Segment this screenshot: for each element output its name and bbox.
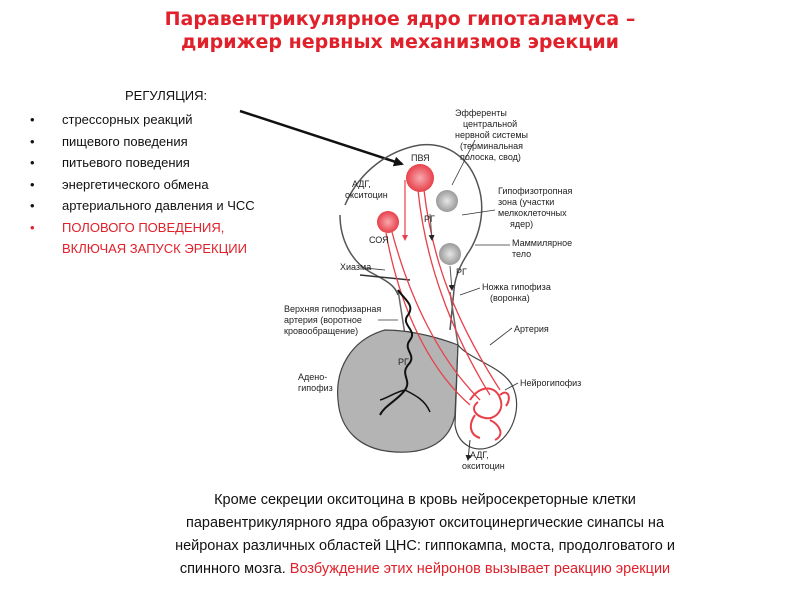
bottom-line-4: спинного мозга. Возбуждение этих нейроно… xyxy=(80,558,770,581)
list-item: • энергетического обмена xyxy=(30,174,255,196)
label-hypophysiotropic-3: мелкоклеточных xyxy=(498,208,567,218)
axon-pvn-1 xyxy=(417,189,491,396)
label-neurohypophysis: Нейрогипофиз xyxy=(520,378,581,388)
list-item-highlight: • ПОЛОВОГО ПОВЕДЕНИЯ, xyxy=(30,217,255,239)
label-pvn: ПВЯ xyxy=(411,153,430,163)
list-item: • артериального давления и ЧСС xyxy=(30,195,255,217)
label-efferents-2: центральной xyxy=(463,119,517,129)
axon-son-2 xyxy=(385,232,471,406)
pointer-arrow xyxy=(239,109,404,167)
label-rg-1: РГ xyxy=(424,214,435,224)
label-sup-artery-2: артерия (воротное xyxy=(284,315,362,325)
list-item-label: энергетического обмена xyxy=(62,176,209,192)
label-adh-bottom-2: окситоцин xyxy=(462,461,505,471)
list-item-label: стрессорных реакций xyxy=(62,112,193,127)
bottom-line-4-red: Возбуждение этих нейронов вызывает реакц… xyxy=(289,561,671,577)
label-infundibulum-2: (воронка) xyxy=(490,293,530,303)
infundibulum-outline xyxy=(397,289,459,346)
axon-son-1 xyxy=(391,231,481,401)
label-efferents-1: Эфференты xyxy=(455,108,507,118)
list-item-highlight-continuation: ВКЛЮЧАЯ ЗАПУСК ЭРЕКЦИИ xyxy=(30,238,255,260)
label-hypophysiotropic-4: ядер) xyxy=(510,219,533,229)
leader-efferents xyxy=(451,139,476,186)
label-sup-artery-3: кровообращение) xyxy=(284,326,358,336)
rg-arrow-2 xyxy=(448,265,455,291)
portal-vessels xyxy=(379,289,413,416)
list-item-label: пищевого поведения xyxy=(62,133,188,149)
leader-neurohypophysis xyxy=(504,382,519,391)
gray-nucleus-upper xyxy=(436,190,458,212)
leader-artery xyxy=(489,327,513,346)
list-item-label: артериального давления и ЧСС xyxy=(62,198,255,213)
bottom-line-3: нейронах различных областей ЦНС: гиппока… xyxy=(175,538,675,554)
label-hypophysiotropic-2: зона (участки xyxy=(498,197,554,207)
label-mammillary-2: тело xyxy=(512,249,531,259)
rg-arrow-1 xyxy=(428,213,435,241)
label-sup-artery-1: Верхняя гипофизарная xyxy=(284,304,381,314)
bullet: • xyxy=(30,155,35,170)
bottom-paragraph: Кроме секреции окситоцина в кровь нейрос… xyxy=(80,489,770,581)
label-efferents-4: (терминальная xyxy=(460,141,523,151)
portal-vessel-branches xyxy=(379,389,431,413)
hypothalamus-outline xyxy=(344,143,483,331)
adenohypophysis xyxy=(337,329,459,453)
son-nucleus xyxy=(377,211,399,233)
bullet: • xyxy=(30,112,35,127)
bottom-line-4-black: спинного мозга. xyxy=(179,561,290,577)
label-adh-top-1: АДГ, xyxy=(352,179,371,189)
axon-pvn-2 xyxy=(423,189,501,391)
label-adh-bottom-1: АДГ, xyxy=(470,450,489,460)
label-adh-top-2: окситоцин xyxy=(345,190,388,200)
label-artery: Артерия xyxy=(514,324,549,334)
chiasm-line xyxy=(359,274,411,281)
list-item-label: ВКЛЮЧАЯ ЗАПУСК ЭРЕКЦИИ xyxy=(62,241,247,256)
page-title-line-2: дирижер нервных механизмов эрекции xyxy=(181,31,619,53)
label-hypophysiotropic-1: Гипофизотропная xyxy=(498,186,573,196)
neurohypophysis xyxy=(454,343,518,450)
list-item-label: ПОЛОВОГО ПОВЕДЕНИЯ, xyxy=(62,219,225,235)
bullet: • xyxy=(30,198,35,213)
label-rg-3: РГ xyxy=(398,357,409,367)
hypothalamus-outline-lower xyxy=(339,214,399,296)
bullet: • xyxy=(30,133,35,149)
regulation-heading: РЕГУЛЯЦИЯ: xyxy=(125,88,208,103)
label-chiasm: Хиазма xyxy=(340,262,371,272)
neurohypophysis-capillaries xyxy=(469,387,510,441)
gray-nucleus-lower xyxy=(439,243,461,265)
bullet: • xyxy=(30,219,35,235)
pvn-nucleus xyxy=(406,164,434,192)
leader-infundibulum xyxy=(459,287,481,296)
page-title-line-1: Паравентрикулярное ядро гипоталамуса – xyxy=(164,8,636,30)
list-item: • пищевого поведения xyxy=(30,131,255,153)
label-efferents-5: полоска, свод) xyxy=(460,152,521,162)
bullet: • xyxy=(30,176,35,192)
label-adenohypophysis-1: Адено- xyxy=(298,372,327,382)
label-infundibulum-1: Ножка гипофиза xyxy=(482,282,551,292)
regulation-list: • стрессорных реакций • пищевого поведения… xyxy=(30,109,255,260)
leader-chiasm xyxy=(364,267,386,271)
output-arrow xyxy=(465,439,472,461)
label-efferents-3: нервной системы xyxy=(455,130,528,140)
label-adenohypophysis-2: гипофиз xyxy=(298,383,333,393)
label-rg-2: РГ xyxy=(456,267,467,277)
bottom-line-1: Кроме секреции окситоцина в кровь нейрос… xyxy=(214,492,636,508)
list-item: • стрессорных реакций xyxy=(30,109,255,131)
list-item: • питьевого поведения xyxy=(30,152,255,174)
leader-hypophysiotropic xyxy=(461,209,496,216)
bottom-line-2: паравентрикулярного ядра образуют оксито… xyxy=(185,515,665,531)
list-item-label: питьевого поведения xyxy=(62,155,190,170)
label-son: СОЯ xyxy=(369,235,389,245)
label-mammillary-1: Маммилярное xyxy=(512,238,572,248)
